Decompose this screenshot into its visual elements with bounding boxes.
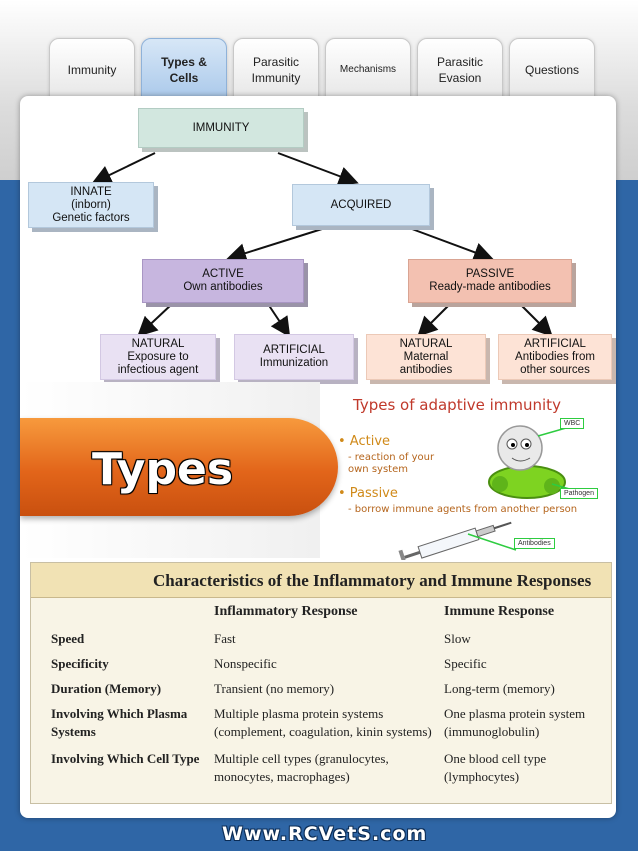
footer-website: Www.RCVetS.com	[222, 823, 428, 845]
tab-label: Questions	[524, 63, 580, 77]
cell-inflammatory-plasma: Multiple plasma protein systems (complem…	[214, 706, 432, 739]
adaptive-active-sub: - reaction of your own system	[348, 452, 435, 475]
adaptive-passive-sub: - borrow immune agents from another pers…	[348, 504, 578, 515]
cell-immune-speed: Slow	[444, 631, 471, 646]
tab-label: Parasitic Immunity	[251, 55, 301, 85]
arrow-passive-natural	[417, 303, 451, 337]
tab-immunity[interactable]: Immunity	[49, 38, 135, 102]
arrow-root-innate	[91, 152, 156, 185]
node-innate: INNATE (inborn) Genetic factors	[28, 182, 154, 228]
tag-antibodies: Antibodies	[514, 538, 555, 549]
table-title-bar: Characteristics of the Inflammatory and …	[31, 563, 611, 597]
row-label-cell-type: Involving Which Cell Type	[51, 751, 200, 766]
cell-immune-duration: Long-term (memory)	[444, 681, 555, 696]
tab-parasitic-immunity[interactable]: Parasitic Immunity	[233, 38, 319, 102]
row-label-duration: Duration (Memory)	[51, 681, 162, 696]
node-acquired: ACQUIRED	[292, 184, 430, 226]
tab-label: Mechanisms	[339, 64, 397, 75]
types-banner-label: Types	[92, 444, 234, 495]
adaptive-passive: • Passive	[338, 486, 398, 501]
cell-inflammatory-specificity: Nonspecific	[214, 656, 277, 671]
arrow-passive-artificial	[519, 303, 553, 337]
node-natural-passive: NATURAL Maternal antibodies	[366, 334, 486, 380]
tab-parasitic-evasion[interactable]: Parasitic Evasion	[417, 38, 503, 102]
arrow-acquired-active	[226, 228, 323, 263]
row-label-plasma-systems: Involving Which Plasma Systems	[51, 706, 188, 739]
adaptive-title: Types of adaptive immunity	[353, 396, 561, 414]
tab-label: Parasitic Evasion	[436, 55, 483, 85]
wbc-pathogen-illustration	[488, 423, 581, 499]
table-divider	[31, 597, 611, 598]
cell-immune-cell-type: One blood cell type (lymphocytes)	[444, 751, 547, 784]
arrow-acquired-passive	[411, 228, 494, 262]
tab-mechanisms[interactable]: Mechanisms	[325, 38, 411, 102]
arrow-root-acquired	[277, 152, 359, 186]
arrow-active-natural	[137, 303, 173, 337]
cell-immune-specificity: Specific	[444, 656, 487, 671]
cell-immune-plasma: One plasma protein system (immunoglobuli…	[444, 706, 586, 739]
tab-types-cells[interactable]: Types & Cells	[141, 38, 227, 102]
syringe-icon	[398, 521, 517, 560]
tab-questions[interactable]: Questions	[509, 38, 595, 102]
cell-inflammatory-cell-type: Multiple cell types (granulocytes, monoc…	[214, 751, 389, 784]
node-active: ACTIVE Own antibodies	[142, 259, 304, 303]
types-banner	[20, 418, 338, 516]
node-immunity: IMMUNITY	[138, 108, 304, 148]
cell-inflammatory-speed: Fast	[214, 631, 236, 646]
adaptive-active: • Active	[338, 434, 391, 449]
row-label-speed: Speed	[51, 631, 85, 646]
characteristics-table: Characteristics of the Inflammatory and …	[30, 562, 612, 804]
node-artificial-active: ARTIFICIAL Immunization	[234, 334, 354, 380]
content-panel: IMMUNITY INNATE (inborn) Genetic factors…	[20, 96, 616, 818]
cell-inflammatory-duration: Transient (no memory)	[214, 681, 335, 696]
tag-wbc: WBC	[560, 418, 585, 429]
header-inflammatory: Inflammatory Response	[214, 604, 358, 619]
arrow-active-artificial	[267, 303, 291, 338]
node-passive: PASSIVE Ready-made antibodies	[408, 259, 572, 303]
diagram-arrows	[91, 152, 553, 338]
header-immune: Immune Response	[444, 604, 555, 619]
row-label-specificity: Specificity	[51, 656, 109, 671]
node-natural-active: NATURAL Exposure to infectious agent	[100, 334, 216, 380]
table-title: Characteristics of the Inflammatory and …	[153, 571, 592, 590]
tab-label: Types & Cells	[161, 55, 207, 85]
node-artificial-passive: ARTIFICIAL Antibodies from other sources	[498, 334, 612, 380]
tag-pathogen: Pathogen	[560, 488, 598, 499]
tab-label: Immunity	[67, 63, 117, 77]
